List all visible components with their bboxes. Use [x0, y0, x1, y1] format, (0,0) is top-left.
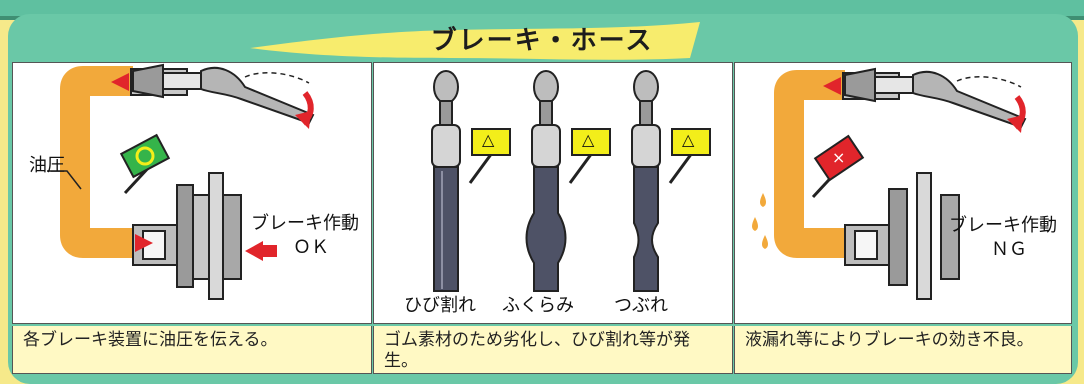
- oil-pressure-label: 油圧: [29, 155, 65, 176]
- brake-status-result: ＮＧ: [991, 239, 1027, 260]
- brake-status-label: ブレーキ作動: [251, 213, 359, 234]
- panel-ok: 油圧 ブレーキ作動 ＯＫ: [12, 62, 372, 324]
- ng-sign-mark: ×: [832, 148, 846, 167]
- hose-label-cracks: ひび割れ: [404, 295, 476, 316]
- warning-sign-1: △: [482, 130, 495, 149]
- caption-ng: 液漏れ等によりブレーキの効き不良。: [734, 326, 1072, 374]
- brake-status-label: ブレーキ作動: [949, 215, 1057, 236]
- caption-ok: 各ブレーキ装置に油圧を伝える。: [12, 326, 372, 374]
- panel-hose: △ △ △ ひび割れ ふくらみ つぶれ: [373, 62, 733, 324]
- figure-title: ブレーキ・ホース: [430, 26, 654, 56]
- title-banner: [250, 22, 700, 60]
- brake-ok-illustration: [47, 63, 315, 300]
- hose-defects-illustration: [431, 70, 711, 292]
- brake-ng-illustration: [752, 67, 1027, 300]
- warning-sign-3: △: [682, 130, 695, 149]
- hose-label-bulge: ふくらみ: [502, 295, 574, 316]
- hose-label-crush: つぶれ: [614, 295, 668, 316]
- warning-sign-2: △: [582, 130, 595, 149]
- brake-status-result: ＯＫ: [293, 237, 329, 258]
- caption-hose: ゴム素材のため劣化し、ひび割れ等が発生。: [373, 326, 733, 374]
- panel-ng: × ブレーキ作動 ＮＧ: [734, 62, 1072, 324]
